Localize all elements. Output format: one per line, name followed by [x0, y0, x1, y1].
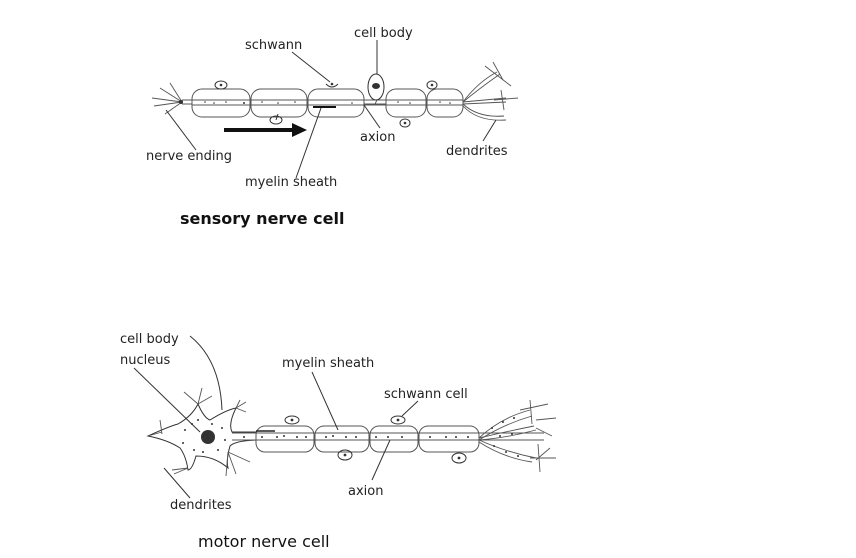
label-dendrites: dendrites	[446, 144, 508, 159]
motor-schwann-nuclei	[284, 415, 467, 464]
motor-leader-lines	[133, 335, 419, 499]
motor-title: motor nerve cell	[198, 532, 330, 551]
label-axion: axion	[360, 130, 395, 145]
label-axion: axion	[348, 484, 383, 499]
sensory-nerve-ending	[151, 82, 183, 115]
motor-nucleus	[201, 430, 215, 444]
label-myelin-sheath: myelin sheath	[245, 175, 337, 190]
label-schwann: schwann	[245, 38, 302, 53]
label-cell-body: cell body	[354, 26, 413, 41]
label-nucleus: nucleus	[120, 353, 170, 368]
label-dendrites: dendrites	[170, 498, 232, 513]
motor-nerve-cell: cell body nucleus myelin sheath schwann …	[120, 332, 557, 551]
label-schwann-cell: schwann cell	[384, 387, 468, 402]
sensory-myelin-segments	[191, 88, 464, 118]
motor-myelin-segments	[255, 425, 480, 453]
label-cell-body: cell body	[120, 332, 179, 347]
motor-dendrites	[147, 387, 251, 477]
sensory-nerve-cell: schwann cell body axion nerve ending mye…	[146, 26, 519, 228]
sensory-cell-body	[367, 73, 385, 105]
motor-axoplasm-dots	[243, 435, 469, 438]
motor-axon-terminals	[478, 399, 557, 473]
impulse-direction-arrow	[224, 123, 307, 137]
sensory-leader-lines	[165, 40, 497, 179]
sensory-dendrites	[462, 61, 519, 121]
label-myelin-sheath: myelin sheath	[282, 356, 374, 371]
sensory-title: sensory nerve cell	[180, 209, 344, 228]
sensory-schwann-nuclei	[214, 80, 438, 128]
label-nerve-ending: nerve ending	[146, 149, 232, 164]
sensory-axoplasm-dots	[204, 101, 451, 104]
